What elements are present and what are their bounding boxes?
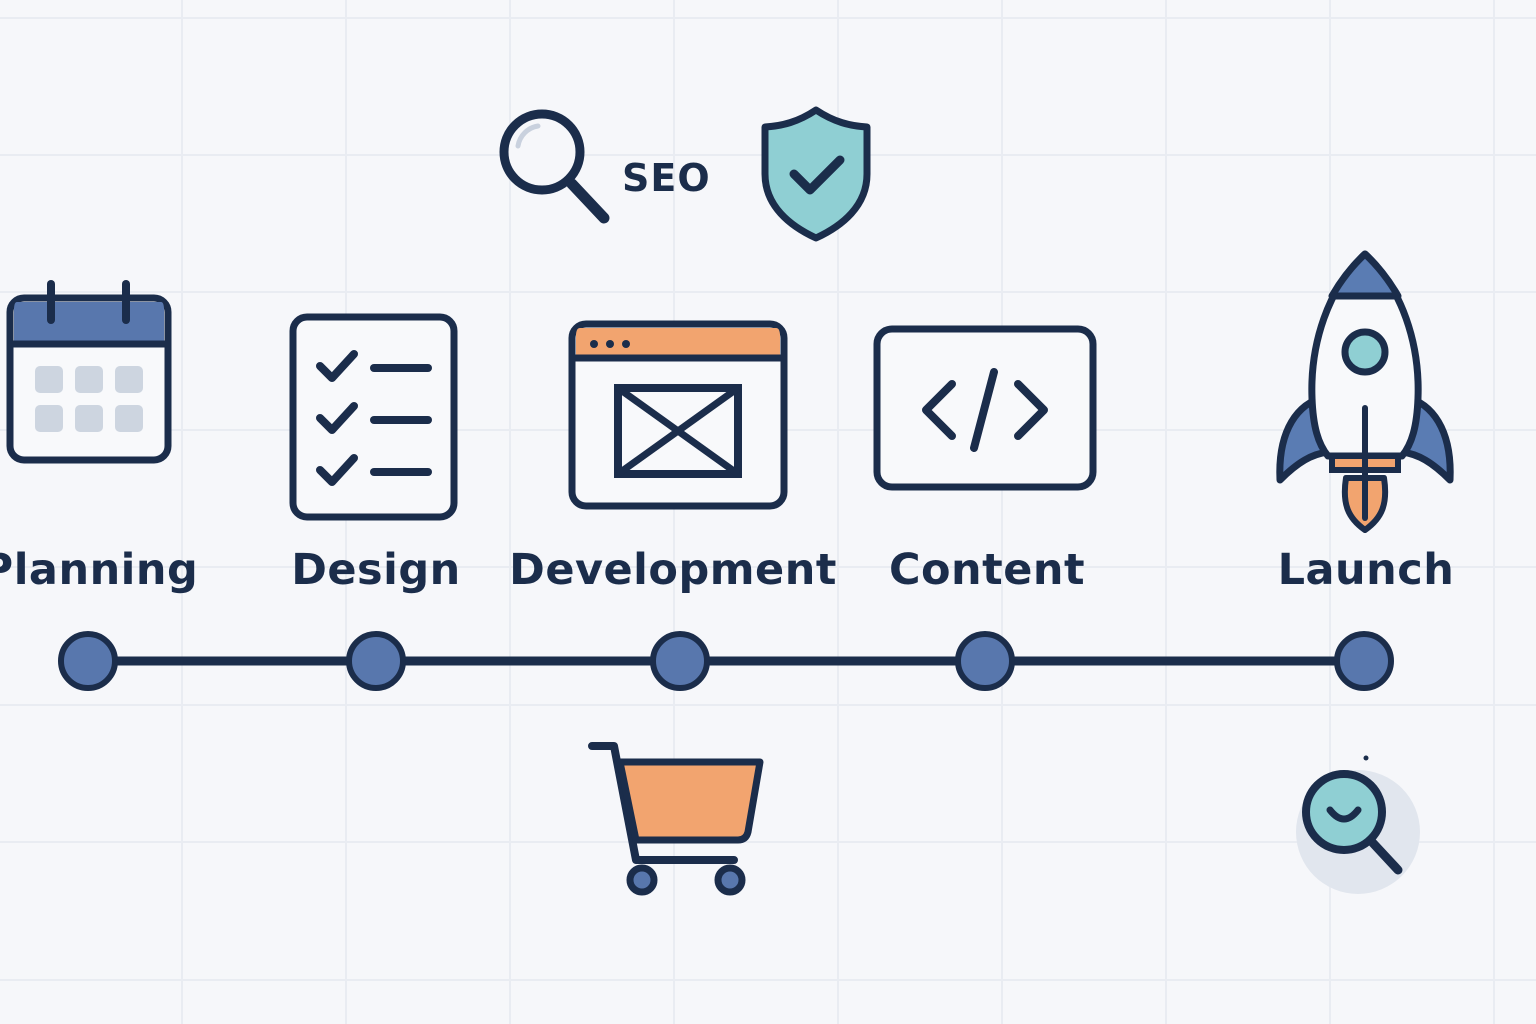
browser-window-icon <box>568 320 788 510</box>
shopping-cart-icon <box>584 736 770 898</box>
seo-label: SEO <box>622 156 711 200</box>
stage-label-design: Design <box>291 545 461 595</box>
shield-check-icon <box>758 104 874 244</box>
stage-label-content: Content <box>888 545 1086 595</box>
stage-label-development: Development <box>509 545 837 595</box>
calendar-icon <box>6 280 172 464</box>
code-icon <box>872 324 1100 494</box>
checklist-icon <box>288 312 460 522</box>
rocket-icon <box>1272 248 1458 536</box>
stage-label-planning: Planning <box>0 545 199 595</box>
search-badge-icon <box>1290 752 1426 902</box>
stage-label-launch: Launch <box>1277 545 1455 595</box>
magnifier-icon <box>498 106 614 228</box>
